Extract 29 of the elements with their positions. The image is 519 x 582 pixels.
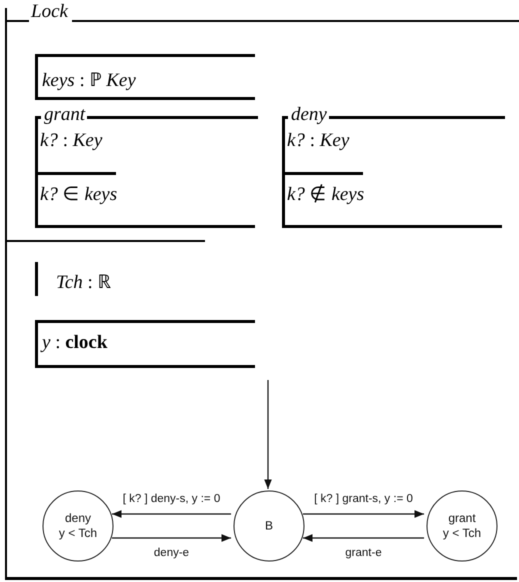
declaration-text: Tch : ℝ	[56, 271, 112, 294]
declaration-text: k? : Key	[287, 130, 350, 152]
schema-title: Lock	[31, 2, 68, 22]
declaration-text: keys : ℙ Key	[42, 69, 136, 92]
edge-label: [ k? ] deny-s, y := 0	[122, 492, 220, 507]
edge-label: deny-e	[154, 546, 190, 561]
clock-declaration-box	[35, 320, 255, 368]
schema-title: grant	[44, 105, 86, 125]
state-circle	[233, 490, 305, 562]
predicate-text: k? ∉ keys	[287, 183, 364, 206]
declaration-box	[35, 54, 255, 100]
state-invariant: y < Tch	[442, 526, 482, 541]
state-circle	[42, 490, 114, 562]
transition-arrow	[302, 534, 424, 542]
transition-arrow	[302, 510, 424, 518]
state-name: B	[264, 518, 273, 534]
edge-label: grant-e	[345, 546, 382, 561]
transition-arrow	[112, 534, 232, 542]
state-invariant: y < Tch	[58, 526, 98, 541]
state-name: deny	[64, 511, 92, 526]
schema-title: deny	[291, 105, 327, 125]
state-name: grant	[448, 511, 476, 526]
transition-arrow	[264, 380, 272, 489]
transition-arrow	[112, 510, 232, 518]
state-circle	[426, 490, 498, 562]
declaration-text: k? : Key	[40, 130, 102, 152]
declaration-text: y : clock	[42, 332, 108, 354]
edge-label: [ k? ] grant-s, y := 0	[314, 492, 413, 507]
predicate-text: k? ∈ keys	[40, 183, 118, 206]
